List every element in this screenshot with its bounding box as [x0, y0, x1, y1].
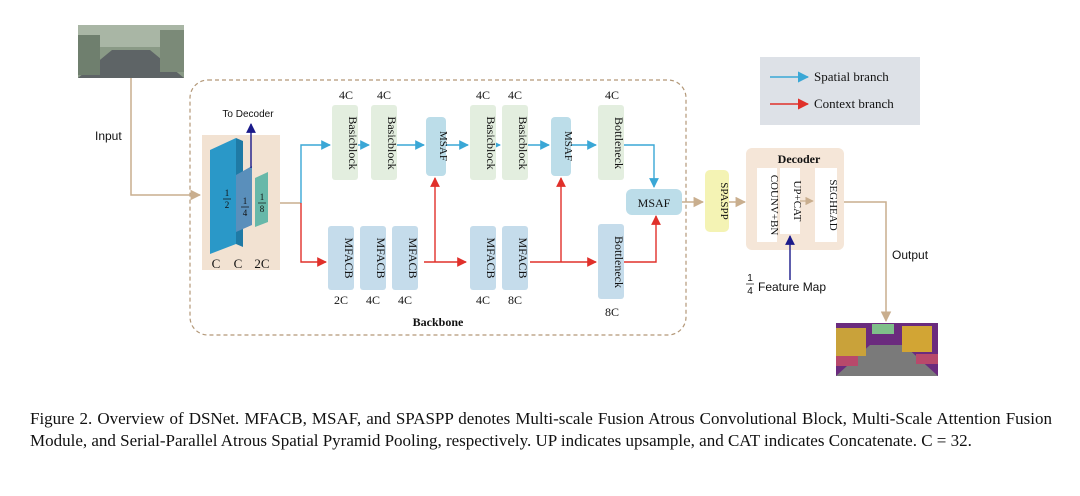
to-decoder-label: To Decoder [222, 109, 274, 120]
context-block-label: Bottleneck [612, 236, 626, 288]
stem-ch1: C [212, 256, 221, 271]
figure-caption: Figure 2. Overview of DSNet. MFACB, MSAF… [30, 409, 1052, 450]
decoder-upcat-label: UP+CAT [791, 180, 803, 221]
msaf-block-final: MSAF [626, 189, 682, 215]
context-branch-arrows [300, 177, 661, 267]
backbone-label: Backbone [413, 315, 464, 329]
context-block-ch: 4C [476, 293, 490, 307]
context-block-3: MFACB [392, 226, 420, 290]
context-block-ch: 4C [366, 293, 380, 307]
context-block-label: MFACB [484, 237, 498, 278]
input-image [78, 25, 184, 78]
context-block-label: MFACB [406, 237, 420, 278]
spatial-block-label: Basicblock [484, 116, 498, 169]
spatial-block-label: Basicblock [385, 116, 399, 169]
spatial-block-2: Basicblock [371, 105, 399, 180]
context-block-label: MFACB [342, 237, 356, 278]
context-block-label: MFACB [374, 237, 388, 278]
backbone-frame [189, 79, 687, 336]
spatial-block-5: Bottleneck [598, 105, 626, 180]
input-arrow [130, 78, 202, 201]
output-segmentation-map [836, 323, 938, 376]
context-block-6: Bottleneck [598, 224, 626, 299]
spatial-block-label: Basicblock [516, 116, 530, 169]
legend-spatial-label: Spatial branch [814, 69, 889, 84]
stem-frac3-den: 8 [260, 204, 265, 214]
legend: Spatial branch Context branch [760, 57, 920, 125]
stem-frac1-den: 2 [225, 200, 230, 210]
decoder-seghead-label: SEGHEAD [827, 179, 839, 230]
msaf-label: MSAF [437, 131, 449, 161]
decoder-block: Decoder COUNV+BN UP+CAT SEGHEAD [746, 148, 844, 250]
stem-frac2-den: 4 [243, 208, 248, 218]
spatial-block-1: Basicblock [332, 105, 360, 180]
decoder-title: Decoder [778, 152, 821, 166]
stem-frac3-num: 1 [260, 192, 265, 202]
stem-layer-2: 1 4 [236, 166, 252, 232]
spatial-branch-arrows [300, 140, 659, 203]
spatial-block-ch: 4C [377, 88, 391, 102]
stem-layer-3: 1 8 [255, 172, 268, 227]
feature-map-den: 4 [747, 286, 753, 297]
spaspp-label: SPASPP [718, 182, 730, 220]
architecture-diagram: Backbone Input 1 2 1 4 1 8 C C 2C To Dec… [78, 25, 938, 376]
context-block-ch: 8C [605, 305, 619, 319]
context-block-2: MFACB [360, 226, 388, 290]
msaf-label: MSAF [562, 131, 574, 161]
output-arrow [844, 201, 892, 323]
context-block-ch: 2C [334, 293, 348, 307]
spatial-block-4: Basicblock [502, 105, 530, 180]
spatial-block-label: Basicblock [346, 116, 360, 169]
stem-ch2: C [234, 256, 243, 271]
spatial-block-ch: 4C [339, 88, 353, 102]
context-block-ch: 8C [508, 293, 522, 307]
decoder-conv-label: COUNV+BN [768, 175, 780, 236]
stem-frac1-num: 1 [225, 188, 230, 198]
context-block-4: MFACB [470, 226, 498, 290]
spatial-block-ch: 4C [476, 88, 490, 102]
stem-frac2-num: 1 [243, 196, 248, 206]
spatial-block-ch: 4C [508, 88, 522, 102]
msaf-block-2: MSAF [551, 117, 574, 176]
stem-ch3: 2C [254, 256, 269, 271]
spaspp-block: SPASPP [705, 170, 730, 232]
context-block-1: MFACB [328, 226, 356, 290]
msaf-label: MSAF [638, 196, 671, 210]
context-block-label: MFACB [516, 237, 530, 278]
feature-map-num: 1 [747, 273, 753, 284]
context-block-5: MFACB [502, 226, 530, 290]
msaf-block-1: MSAF [426, 117, 449, 176]
legend-context-label: Context branch [814, 96, 894, 111]
output-label: Output [892, 248, 929, 262]
context-block-ch: 4C [398, 293, 412, 307]
feature-map-label: Feature Map [758, 280, 826, 294]
spatial-block-label: Bottleneck [612, 117, 626, 169]
input-label: Input [95, 129, 122, 143]
spatial-block-ch: 4C [605, 88, 619, 102]
spatial-block-3: Basicblock [470, 105, 498, 180]
